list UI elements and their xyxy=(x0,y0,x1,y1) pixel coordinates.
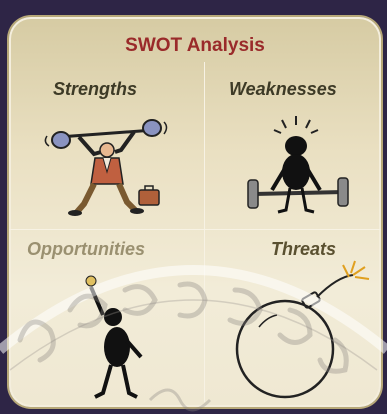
bomb-clipart-icon xyxy=(235,260,370,399)
horizontal-divider xyxy=(9,229,381,230)
strengths-label: Strengths xyxy=(53,79,138,99)
threats-label: Threats xyxy=(271,239,337,259)
strongman-clipart-icon xyxy=(44,119,168,216)
weak-lifter-clipart-icon xyxy=(247,116,349,214)
swot-panel: SWOT Analysis Strengths Weaknesses Oppor… xyxy=(9,17,381,407)
vertical-divider xyxy=(204,62,205,402)
page-title: SWOT Analysis xyxy=(125,35,265,56)
opportunities-label: Opportunities xyxy=(27,239,145,259)
weaknesses-label: Weaknesses xyxy=(229,79,337,99)
opportunity-figure-clipart-icon xyxy=(85,275,143,399)
